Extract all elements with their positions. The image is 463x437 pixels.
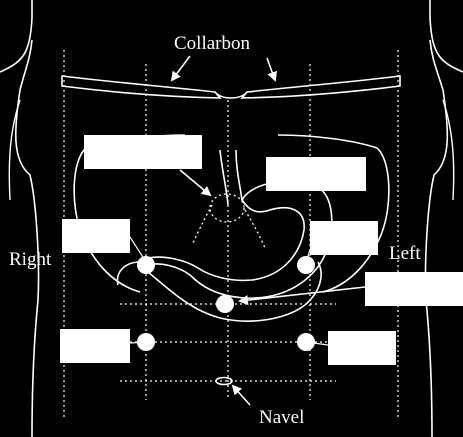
connector-lower-right-box — [129, 341, 147, 344]
navel-label: Navel — [259, 407, 305, 428]
collarbone-left — [240, 75, 401, 99]
body-outline-right — [0, 0, 40, 437]
colon — [116, 261, 322, 322]
point-epigastric — [216, 295, 234, 313]
collarbone-label: Collarbon — [174, 33, 250, 54]
point-upper-right — [137, 256, 155, 274]
label-box-epigastric — [365, 272, 463, 306]
label-box-upper-right — [62, 219, 130, 253]
arrow-collarbone-right — [170, 55, 191, 82]
sphincter-dotted-right — [244, 209, 266, 249]
arrow-top-box — [179, 169, 212, 197]
arrow-navel — [231, 384, 251, 406]
connector-upper-right-box — [129, 236, 147, 263]
collarbone-right — [61, 75, 222, 99]
esophagus — [219, 149, 243, 206]
navel-mark — [215, 376, 233, 386]
armpit-left — [442, 99, 455, 201]
point-upper-left — [297, 256, 315, 274]
label-box-esophagus — [84, 135, 202, 169]
sphincter-dotted-ring — [209, 193, 245, 223]
label-box-stomach — [266, 157, 366, 191]
label-box-lower-right — [60, 329, 130, 363]
sphincter-dotted-left — [191, 204, 213, 246]
right-side-label: Right — [9, 249, 52, 270]
rib-cage-left — [277, 134, 390, 293]
sternum-notch — [214, 91, 248, 99]
armpit-right — [8, 99, 21, 201]
connector-upper-left-box — [305, 249, 311, 263]
left-side-label: Left — [389, 243, 421, 264]
label-box-lower-left — [328, 331, 396, 365]
label-box-upper-left — [310, 221, 378, 255]
arrow-right-box — [238, 286, 366, 306]
body-outline-left — [424, 0, 463, 437]
connector-lower-left-box — [305, 341, 329, 346]
arrow-collarbone-left — [266, 57, 277, 82]
